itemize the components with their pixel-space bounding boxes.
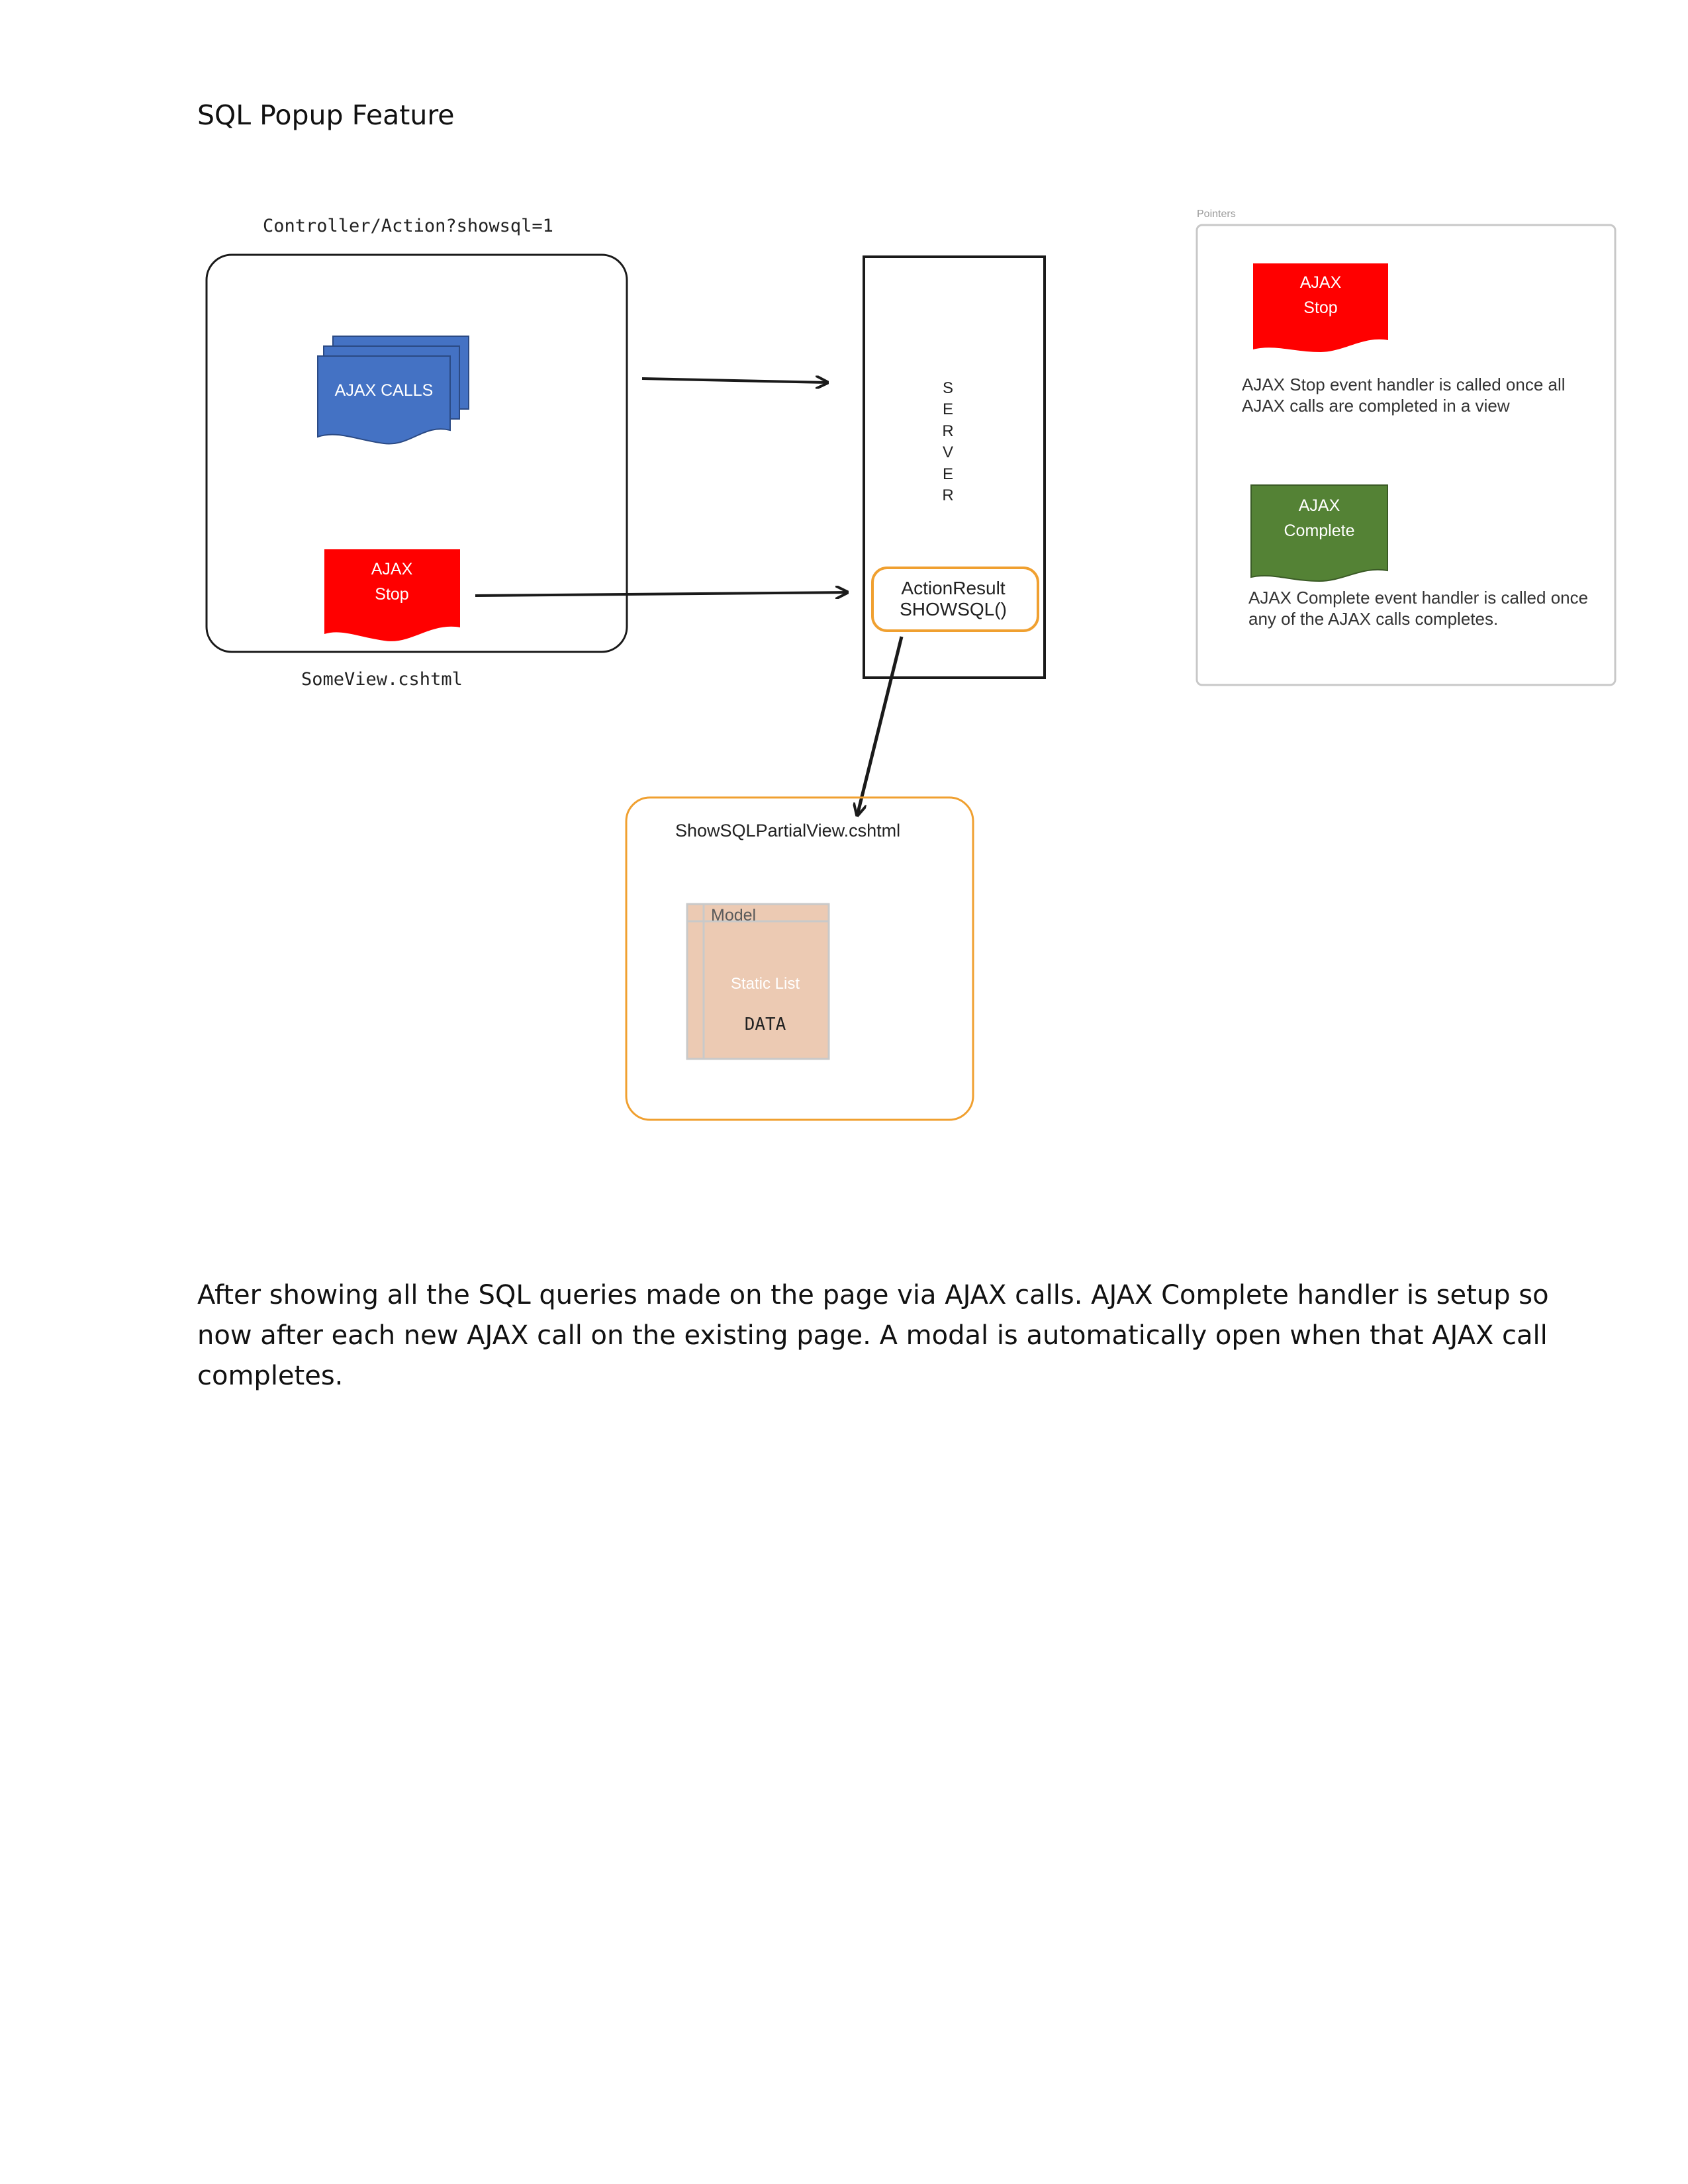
action-result-box [871, 567, 1039, 632]
server-letter: S [943, 379, 953, 397]
paragraph-line: completes. [197, 1361, 344, 1391]
view-ajax-stop-line2: Stop [375, 585, 408, 604]
pointer-complete-desc-line1: AJAX Complete event handler is called on… [1248, 588, 1588, 608]
pointer-complete-desc-line2: any of the AJAX calls completes. [1248, 609, 1498, 629]
static-list-label: Static List [731, 975, 800, 993]
model-box: Model Static List DATA [686, 903, 830, 1060]
pointer-stop-desc-line1: AJAX Stop event handler is called once a… [1242, 375, 1566, 394]
pointer-ajax-stop-line1: AJAX [1300, 273, 1342, 292]
partial-view-title: ShowSQLPartialView.cshtml [675, 821, 900, 841]
paragraph-line: After showing all the SQL queries made o… [197, 1280, 1549, 1310]
server-letter: V [943, 443, 953, 461]
view-ajax-stop-line1: AJAX [371, 560, 413, 578]
server-letter: E [943, 400, 953, 418]
model-label: Model [711, 906, 756, 925]
document-title: SQL Popup Feature [197, 99, 455, 131]
pointer-ajax-stop-line2: Stop [1303, 298, 1337, 317]
server-letter: E [943, 465, 953, 483]
body-paragraph: After showing all the SQL queries made o… [197, 1275, 1549, 1396]
view-ajax-stop-shape: AJAX Stop [324, 549, 460, 641]
pointer-stop-desc-line2: AJAX calls are completed in a view [1242, 396, 1510, 416]
ajax-calls-label: AJAX CALLS [335, 381, 434, 400]
ajax-calls-shape: AJAX CALLS [317, 336, 469, 445]
ajax-stop-arrow [475, 592, 847, 596]
action-result-line2: SHOWSQL() [900, 599, 1007, 619]
ajax-calls-arrow [641, 379, 827, 383]
pointer-ajax-complete-shape: AJAX Complete [1250, 484, 1388, 582]
pointer-ajax-complete-line2: Complete [1284, 522, 1355, 540]
pointers-header: Pointers [1197, 208, 1236, 220]
view-url-label: Controller/Action?showsql=1 [263, 216, 553, 236]
action-result-line1: ActionResult [901, 578, 1005, 598]
server-letter: R [942, 422, 953, 440]
partial-view-frame [625, 796, 974, 1121]
pointer-ajax-stop-shape: AJAX Stop [1253, 263, 1388, 352]
server-letter: R [942, 486, 953, 504]
showsql-arrow [857, 636, 904, 815]
pointer-ajax-complete-line1: AJAX [1299, 496, 1340, 515]
view-file-label: SomeView.cshtml [301, 669, 463, 690]
view-frame [205, 253, 628, 653]
data-label: DATA [745, 1015, 786, 1034]
server-label: S E R V E R [942, 379, 953, 504]
paragraph-line: now after each new AJAX call on the exis… [197, 1320, 1548, 1351]
